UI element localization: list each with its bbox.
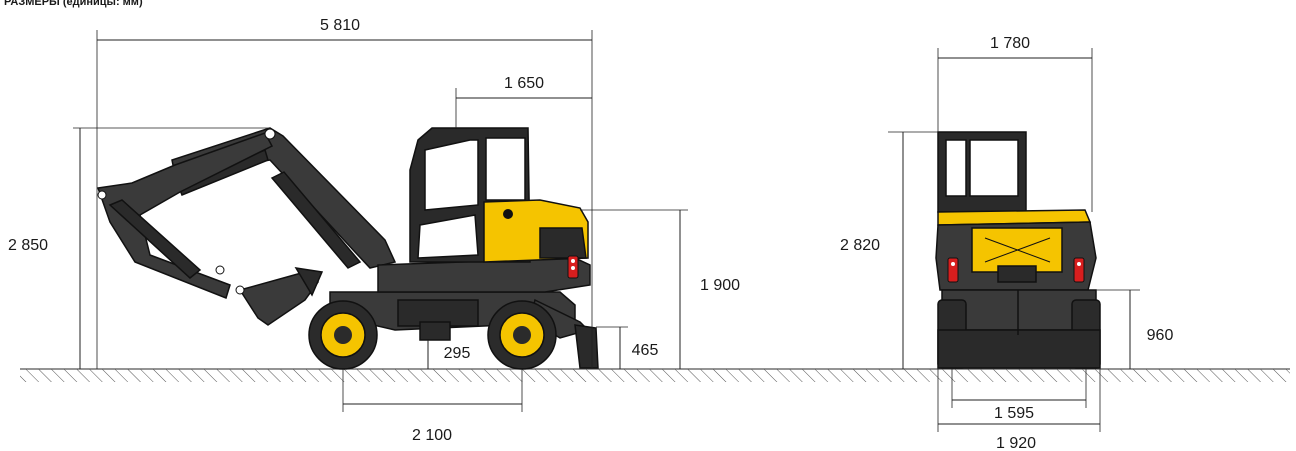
overall-height-label: 2 820 bbox=[840, 237, 880, 254]
excavator-rear-view bbox=[935, 131, 1101, 369]
rear-dimensions: 1 780 2 820 960 1 595 1 920 bbox=[840, 35, 1173, 451]
cab-width-label: 1 780 bbox=[990, 35, 1030, 52]
cab-height-label: 1 900 bbox=[700, 277, 740, 294]
blade-height-label: 465 bbox=[632, 342, 659, 359]
ground-clearance-label: 295 bbox=[444, 345, 471, 362]
rear-overhang-label: 1 650 bbox=[504, 75, 544, 92]
wheelbase-label: 2 100 bbox=[412, 427, 452, 444]
drawing-title: РАЗМЕРЫ (единицы: мм) bbox=[4, 0, 143, 8]
excavator-side-view bbox=[96, 127, 599, 370]
overall-length-label: 5 810 bbox=[320, 17, 360, 34]
transport-height-label: 2 850 bbox=[8, 237, 48, 254]
counterweight-clearance-label: 960 bbox=[1147, 327, 1174, 344]
ground bbox=[20, 368, 1290, 382]
overall-width-label: 1 920 bbox=[996, 435, 1036, 451]
side-dimensions: 5 810 1 650 2 850 1 900 465 295 2 100 bbox=[8, 17, 740, 444]
track-width-label: 1 595 bbox=[994, 405, 1034, 422]
